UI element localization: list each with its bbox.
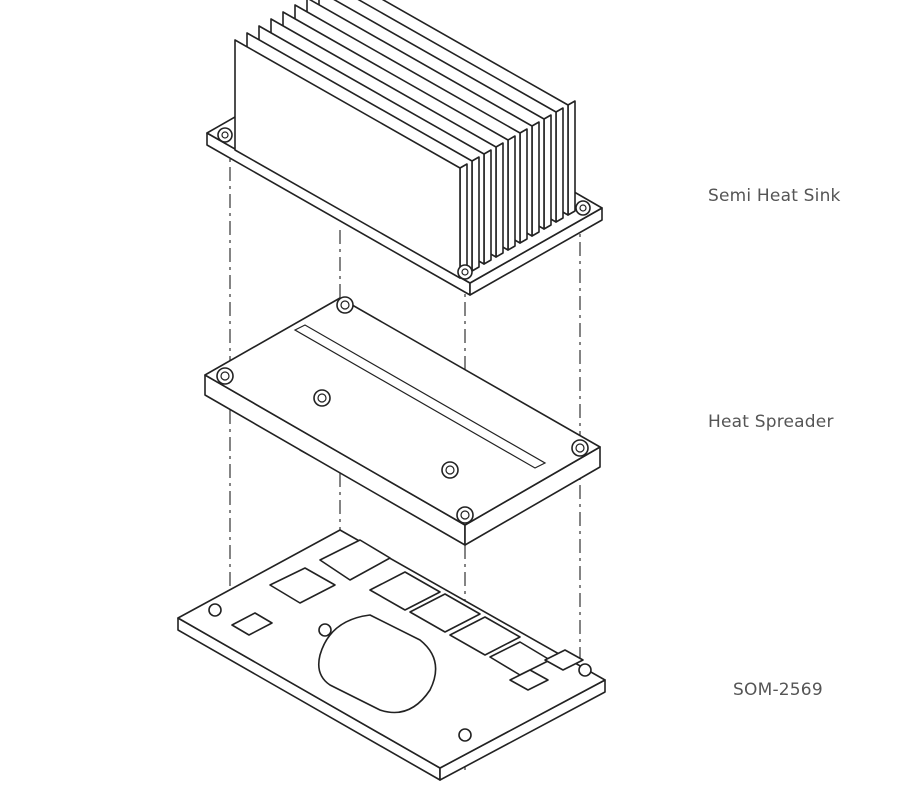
heat-sink-fin <box>234 39 461 279</box>
label-som-2569: SOM-2569 <box>733 680 823 700</box>
heat-sink-fin <box>567 100 576 216</box>
heat-sink-fin <box>507 135 516 251</box>
heat-spreader <box>204 296 601 546</box>
heat-sink-fin <box>483 149 492 265</box>
label-heat-spreader: Heat Spreader <box>708 412 834 432</box>
heat-sink-fin <box>555 107 564 223</box>
heat-sink-fin <box>543 114 552 230</box>
label-semi-heat-sink: Semi Heat Sink <box>708 186 841 206</box>
semi-heat-sink <box>206 0 603 296</box>
heat-sink-fin <box>459 163 468 279</box>
heat-sink-fin <box>519 128 528 244</box>
heat-sink-fin <box>531 121 540 237</box>
heat-sink-fin <box>471 156 480 272</box>
som-board <box>177 529 606 781</box>
heat-sink-fins <box>234 0 576 279</box>
heat-sink-fin <box>495 142 504 258</box>
